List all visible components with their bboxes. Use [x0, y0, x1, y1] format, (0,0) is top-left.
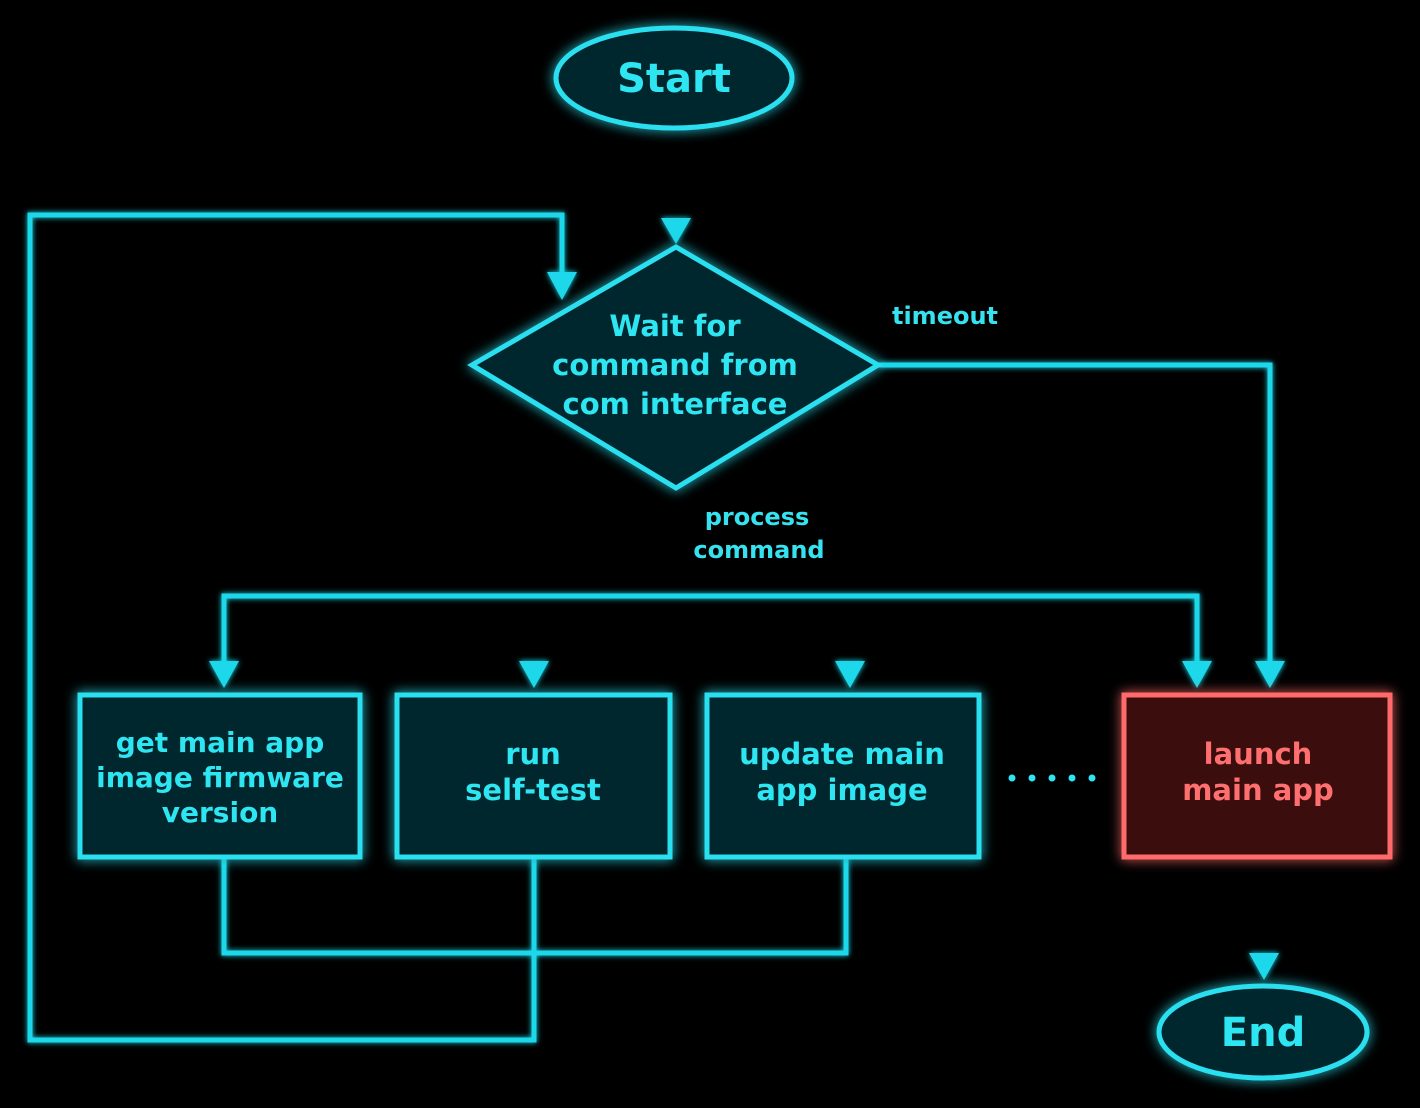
start-label: Start [617, 56, 731, 102]
arrowhead-self-test [519, 661, 549, 688]
arrowhead-loop-back [547, 272, 577, 300]
get-version-label-line-3: version [162, 796, 278, 829]
edge-process-branch-bus [221, 593, 1200, 664]
connectors [27, 128, 1285, 1043]
launch-app-node: launch main app [1121, 692, 1393, 860]
self-test-label-line-1: run [505, 737, 561, 771]
get-version-node: get main app image firmware version [77, 692, 363, 860]
edge-timeout [878, 362, 1273, 664]
decision-label-line-2: command from [552, 348, 798, 382]
self-test-node: run self-test [394, 692, 673, 860]
start-node: Start [553, 25, 795, 131]
arrowhead-launch [1182, 661, 1212, 688]
launch-app-label-line-2: main app [1182, 773, 1334, 807]
end-label: End [1221, 1010, 1305, 1056]
process-label-line-1: process [705, 503, 810, 531]
update-image-label-line-2: app image [756, 773, 927, 807]
decision-label-line-1: Wait for [609, 309, 741, 343]
self-test-label-line-2: self-test [465, 773, 601, 807]
edge-loop-back [27, 212, 565, 1043]
update-image-node: update main app image [704, 692, 982, 860]
get-version-label-line-1: get main app [116, 726, 325, 759]
arrowhead-update [835, 661, 865, 688]
timeout-label: timeout [892, 302, 998, 330]
decision-node: Wait for command from com interface [467, 244, 883, 491]
arrowhead-get-version [209, 661, 239, 688]
launch-app-label-line-1: launch [1204, 737, 1313, 771]
arrowhead-timeout [1255, 661, 1285, 688]
end-node: End [1156, 983, 1370, 1081]
arrowhead-end [1249, 953, 1279, 980]
process-label-line-2: command [693, 536, 824, 564]
edge-return-merge [221, 858, 849, 956]
update-image-label-line-1: update main [739, 737, 945, 771]
more-commands-ellipsis [1008, 774, 1096, 782]
get-version-label-line-2: image firmware [96, 761, 344, 794]
arrowhead-decision-top [661, 218, 691, 244]
decision-label-line-3: com interface [563, 387, 788, 421]
